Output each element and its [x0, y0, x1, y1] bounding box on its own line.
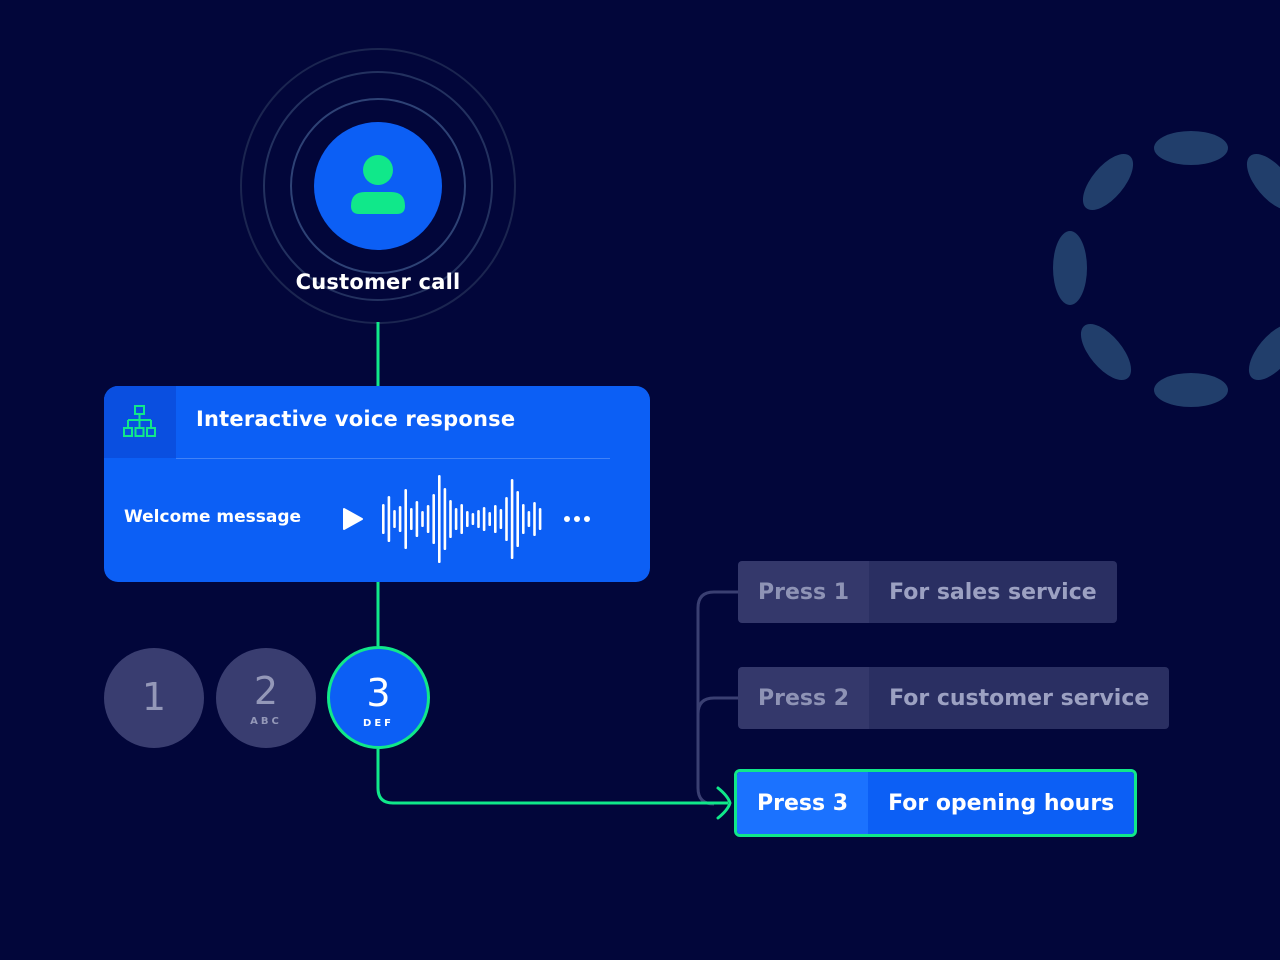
- waveform-bar: [505, 497, 508, 541]
- ivr-divider: [176, 458, 610, 459]
- ivr-card[interactable]: Interactive voice response Welcome messa…: [104, 386, 650, 582]
- waveform-bar: [404, 489, 407, 549]
- keypad-key-1[interactable]: 1: [104, 648, 204, 748]
- keypad-key-2[interactable]: 2 ABC: [216, 648, 316, 748]
- option-press-label: Press 3: [737, 772, 869, 834]
- waveform-bar: [477, 510, 480, 528]
- option-row-3-selected[interactable]: Press 3 For opening hours: [734, 769, 1138, 837]
- waveform-bar: [488, 512, 491, 526]
- loading-ring-decoration: [1053, 131, 1280, 407]
- key-letters: ABC: [250, 716, 282, 727]
- waveform-bar: [387, 496, 391, 542]
- waveform-bar: [466, 511, 469, 527]
- option-row-1[interactable]: Press 1 For sales service: [738, 561, 1117, 623]
- waveform-bar: [421, 511, 424, 527]
- waveform-bar: [398, 506, 402, 532]
- waveform-bar: [438, 475, 441, 563]
- key-digit: 3: [366, 671, 391, 715]
- waveform-bar: [382, 504, 385, 534]
- waveform-bar: [499, 509, 503, 529]
- ivr-icon-box: [104, 386, 176, 458]
- waveform-bar: [454, 508, 458, 530]
- caller-label: Customer call: [295, 270, 461, 294]
- person-icon: [351, 155, 405, 214]
- connector-key3-option3: [376, 749, 728, 805]
- option-press-label: Press 2: [738, 667, 870, 729]
- option-description: For customer service: [869, 667, 1170, 729]
- waveform-bar: [538, 508, 542, 530]
- waveform-bar: [527, 511, 531, 527]
- waveform-bar: [449, 500, 452, 538]
- welcome-message-label: Welcome message: [124, 507, 302, 527]
- more-dots-icon[interactable]: [562, 512, 592, 526]
- waveform-bar: [415, 501, 419, 537]
- key-digit: 2: [253, 669, 279, 713]
- waveform-bar: [432, 494, 435, 544]
- waveform-bar: [426, 505, 430, 533]
- waveform-bar: [443, 488, 447, 550]
- waveform-bar: [522, 504, 525, 534]
- audio-waveform: [382, 475, 542, 563]
- waveform-bar: [471, 513, 475, 525]
- ripple-ring: [290, 98, 466, 274]
- org-chart-icon: [123, 405, 156, 437]
- waveform-bar: [482, 507, 486, 531]
- waveform-bar: [533, 502, 536, 536]
- keypad-key-3[interactable]: 3 DEF: [327, 646, 430, 749]
- key-letters: DEF: [363, 718, 394, 729]
- waveform-bar: [410, 508, 413, 530]
- ripple-ring: [263, 71, 493, 301]
- option-row-2[interactable]: Press 2 For customer service: [738, 667, 1170, 729]
- option-description: For sales service: [869, 561, 1117, 623]
- key-digit: 1: [141, 675, 167, 719]
- ivr-title: Interactive voice response: [196, 407, 516, 431]
- caller-avatar: [314, 122, 442, 250]
- arrow-head-icon: [716, 786, 732, 820]
- option-press-label: Press 1: [738, 561, 870, 623]
- options-bracket-mid: [696, 696, 738, 715]
- option-description: For opening hours: [868, 772, 1135, 834]
- waveform-bar: [510, 479, 514, 559]
- waveform-bar: [494, 505, 497, 533]
- play-icon[interactable]: [340, 506, 366, 532]
- waveform-bar: [516, 491, 519, 547]
- waveform-bar: [460, 504, 463, 534]
- waveform-bar: [393, 510, 396, 528]
